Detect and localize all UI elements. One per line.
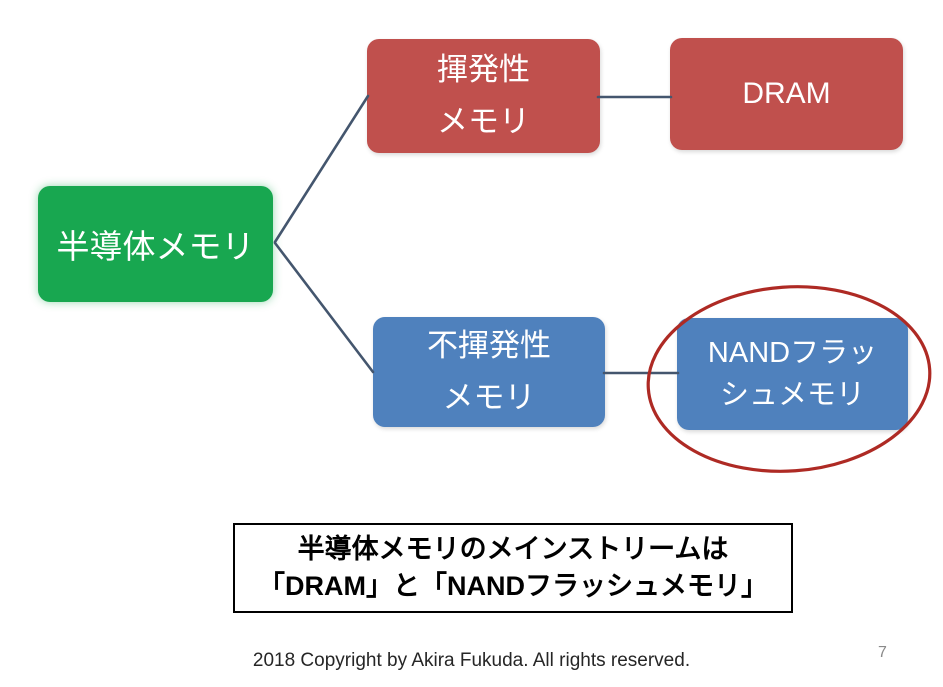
mainstream-note-box: 半導体メモリのメインストリームは 「DRAM」と「NANDフラッシュメモリ」 — [233, 523, 793, 613]
node-nand-flash-memory: NANDフラッ シュメモリ — [677, 318, 908, 430]
node-dram-label: DRAM — [742, 77, 831, 110]
page-number: 7 — [878, 644, 887, 661]
node-nonvolatile-memory-line1: 不揮発性 — [427, 328, 551, 363]
copyright-text: 2018 Copyright by Akira Fukuda. All righ… — [252, 650, 691, 671]
connector-root-to-nonvolatile — [273, 241, 375, 374]
mainstream-note-line2: 「DRAM」と「NANDフラッシュメモリ」 — [258, 571, 768, 601]
node-volatile-memory-line1: 揮発性 — [437, 52, 530, 87]
node-semiconductor-memory-label: 半導体メモリ — [56, 228, 255, 265]
node-semiconductor-memory: 半導体メモリ — [38, 186, 273, 302]
node-dram: DRAM — [670, 38, 903, 150]
connector-root-to-volatile — [273, 94, 370, 244]
node-volatile-memory: 揮発性 メモリ — [367, 39, 600, 153]
node-nand-flash-memory-line2: シュメモリ — [719, 379, 865, 411]
node-volatile-memory-line2: メモリ — [437, 104, 530, 139]
node-nonvolatile-memory-line2: メモリ — [442, 380, 536, 415]
node-nand-flash-memory-line1: NANDフラッ — [707, 337, 878, 369]
node-nonvolatile-memory: 不揮発性 メモリ — [373, 317, 605, 427]
mainstream-note-line1: 半導体メモリのメインストリームは — [297, 534, 729, 564]
